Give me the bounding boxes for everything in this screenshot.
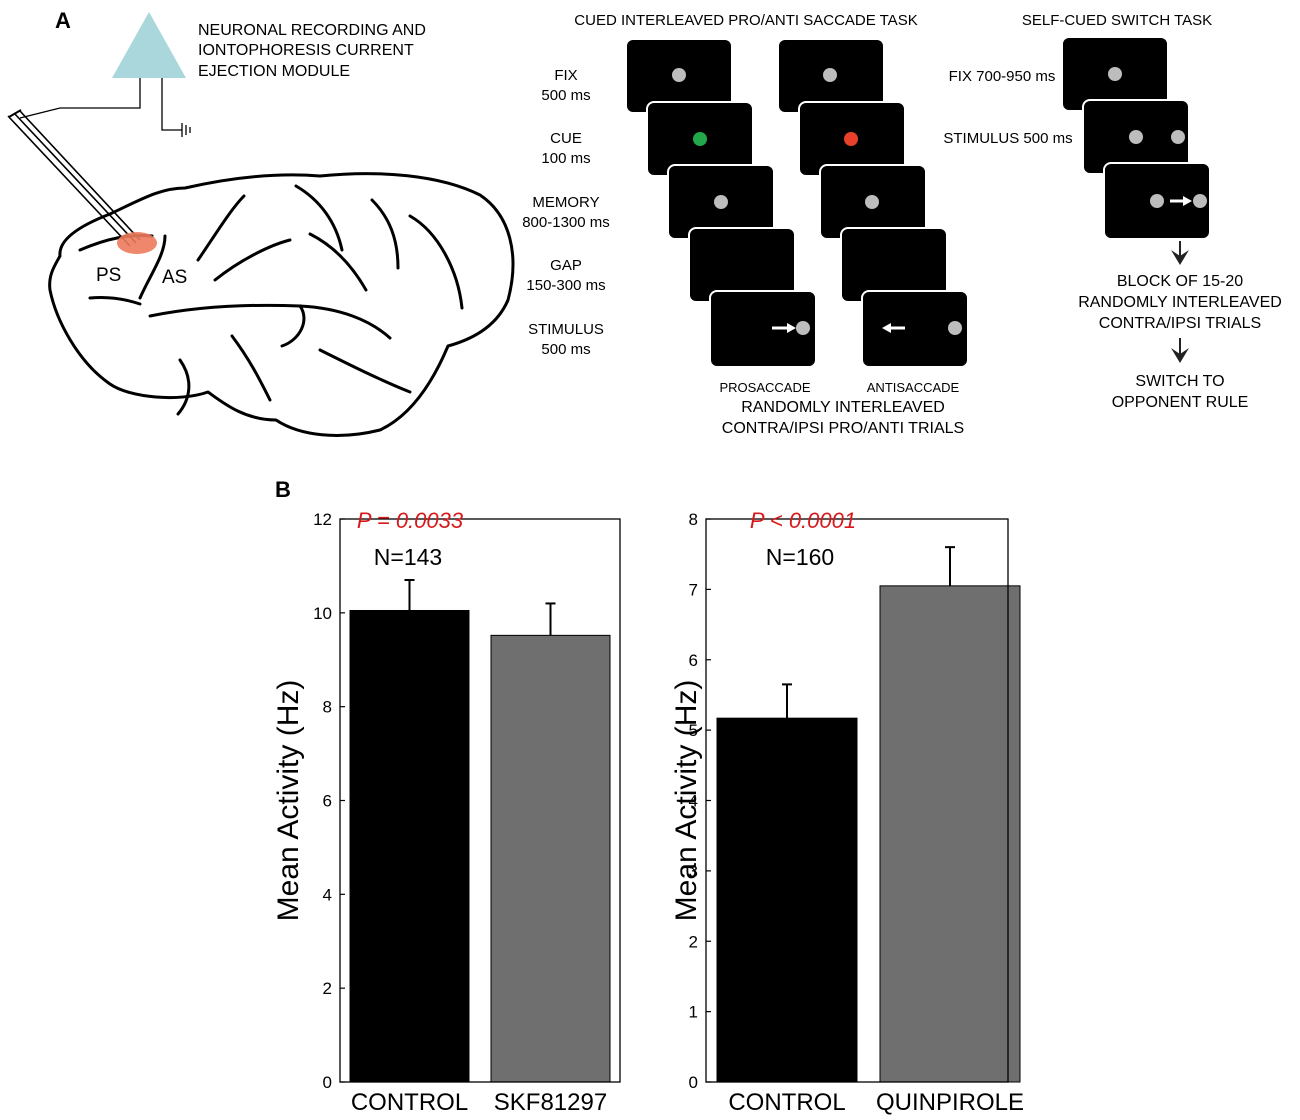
column-label-prosaccade: PROSACCADE bbox=[719, 380, 810, 395]
epoch-cue-name: CUE bbox=[550, 130, 582, 147]
epoch-stimulus-name: STIMULUS bbox=[528, 321, 604, 338]
stimulus-dot bbox=[1171, 130, 1185, 144]
brain-outline bbox=[48, 172, 515, 437]
p-value-annotation: P < 0.0001 bbox=[750, 508, 856, 533]
stimulus-dot bbox=[796, 321, 810, 335]
stimulus-dot bbox=[948, 321, 962, 335]
y-tick-label: 12 bbox=[313, 510, 332, 529]
fixation-dot bbox=[714, 195, 728, 209]
y-tick-label: 0 bbox=[689, 1073, 698, 1092]
recording-module: NEURONAL RECORDING AND IONTOPHORESIS CUR… bbox=[7, 12, 426, 247]
bar bbox=[490, 634, 611, 1083]
electrode-icon bbox=[7, 109, 141, 247]
ground-icon bbox=[181, 123, 191, 137]
x-tick-label: SKF81297 bbox=[494, 1089, 607, 1116]
switch-step-2-line-2: OPPONENT RULE bbox=[1112, 394, 1249, 411]
x-tick-label: CONTROL bbox=[351, 1089, 468, 1116]
module-wire bbox=[19, 78, 141, 119]
n-annotation: N=143 bbox=[374, 544, 442, 570]
fixation-dot bbox=[1150, 194, 1164, 208]
epoch-memory-name: MEMORY bbox=[532, 194, 599, 211]
switch-epoch-fix: FIX 700-950 ms bbox=[949, 68, 1056, 85]
brain-label-as: AS bbox=[162, 267, 187, 288]
epoch-stimulus-duration: 500 ms bbox=[541, 341, 590, 358]
cue-dot-pro bbox=[693, 132, 707, 146]
arrow-right-icon bbox=[1170, 196, 1192, 206]
switch-step-1-line-2: RANDOMLY INTERLEAVED bbox=[1078, 294, 1282, 311]
y-axis-label: Mean Activity (Hz) bbox=[670, 680, 703, 922]
epoch-gap-duration: 150-300 ms bbox=[526, 277, 605, 294]
module-label-line-1: NEURONAL RECORDING AND bbox=[198, 22, 426, 39]
module-label-line-3: EJECTION MODULE bbox=[198, 63, 350, 80]
screen-pro-stimulus bbox=[709, 290, 817, 368]
fixation-dot bbox=[823, 68, 837, 82]
recording-module-triangle-icon bbox=[112, 12, 186, 78]
cue-dot-anti bbox=[844, 132, 858, 146]
y-tick-label: 6 bbox=[323, 792, 332, 811]
antisaccade-screens bbox=[777, 38, 969, 368]
y-tick-label: 2 bbox=[323, 979, 332, 998]
y-tick-label: 0 bbox=[323, 1073, 332, 1092]
y-tick-label: 4 bbox=[323, 885, 332, 904]
epoch-memory-duration: 800-1300 ms bbox=[522, 214, 610, 231]
x-tick-label: CONTROL bbox=[728, 1089, 845, 1116]
brain-drawing bbox=[48, 172, 515, 437]
p-value-annotation: P = 0.0033 bbox=[357, 508, 464, 533]
y-tick-label: 5 bbox=[689, 721, 698, 740]
bar bbox=[716, 717, 858, 1083]
y-tick-label: 6 bbox=[689, 651, 698, 670]
arrow-down-icon bbox=[1171, 241, 1189, 265]
y-tick-label: 10 bbox=[313, 604, 332, 623]
cued-task-footer-line-2: CONTRA/IPSI PRO/ANTI TRIALS bbox=[722, 420, 964, 437]
y-tick-label: 8 bbox=[323, 698, 332, 717]
panel-label-a: A bbox=[55, 8, 71, 33]
cued-task-footer-line-1: RANDOMLY INTERLEAVED bbox=[741, 399, 945, 416]
y-tick-label: 3 bbox=[689, 862, 698, 881]
recording-site bbox=[117, 232, 157, 254]
arrow-left-icon bbox=[882, 323, 905, 333]
y-tick-label: 1 bbox=[689, 1003, 698, 1022]
ground-wire bbox=[161, 78, 182, 131]
stimulus-dot bbox=[1193, 194, 1207, 208]
arrow-right-icon bbox=[772, 323, 796, 333]
fixation-dot bbox=[1108, 67, 1122, 81]
y-tick-label: 4 bbox=[689, 792, 698, 811]
cued-task-title: CUED INTERLEAVED PRO/ANTI SACCADE TASK bbox=[574, 12, 917, 29]
prosaccade-screens bbox=[625, 38, 817, 368]
bar bbox=[879, 585, 1021, 1083]
column-label-antisaccade: ANTISACCADE bbox=[867, 380, 960, 395]
x-tick-label: QUINPIROLE bbox=[876, 1089, 1024, 1116]
fixation-dot bbox=[1129, 130, 1143, 144]
module-label-line-2: IONTOPHORESIS CURRENT bbox=[198, 42, 414, 59]
switch-epoch-stimulus: STIMULUS 500 ms bbox=[943, 130, 1072, 147]
switch-task: SELF-CUED SWITCH TASK FIX 700-950 ms STI… bbox=[943, 12, 1281, 411]
switch-step-1-line-3: CONTRA/IPSI TRIALS bbox=[1099, 315, 1261, 332]
cued-task-epochs: FIX 500 ms CUE 100 ms MEMORY 800-1300 ms… bbox=[522, 67, 610, 358]
y-tick-label: 7 bbox=[689, 580, 698, 599]
brain-label-ps: PS bbox=[96, 265, 121, 286]
epoch-cue-duration: 100 ms bbox=[541, 150, 590, 167]
epoch-fix-duration: 500 ms bbox=[541, 87, 590, 104]
n-annotation: N=160 bbox=[766, 544, 834, 570]
switch-step-1-line-1: BLOCK OF 15-20 bbox=[1117, 273, 1243, 290]
arrow-down-icon bbox=[1171, 338, 1189, 363]
fixation-dot bbox=[865, 195, 879, 209]
switch-task-title: SELF-CUED SWITCH TASK bbox=[1022, 12, 1212, 29]
screen-anti-stimulus bbox=[861, 290, 969, 368]
panel-label-b: B bbox=[275, 477, 291, 502]
epoch-fix-name: FIX bbox=[554, 67, 577, 84]
epoch-gap-name: GAP bbox=[550, 257, 582, 274]
y-axis-label: Mean Activity (Hz) bbox=[272, 680, 305, 922]
bar bbox=[349, 609, 470, 1083]
y-tick-label: 2 bbox=[689, 932, 698, 951]
cued-task: CUED INTERLEAVED PRO/ANTI SACCADE TASK F… bbox=[522, 12, 969, 437]
fixation-dot bbox=[672, 68, 686, 82]
y-tick-label: 8 bbox=[689, 510, 698, 529]
switch-step-2-line-1: SWITCH TO bbox=[1135, 373, 1224, 390]
